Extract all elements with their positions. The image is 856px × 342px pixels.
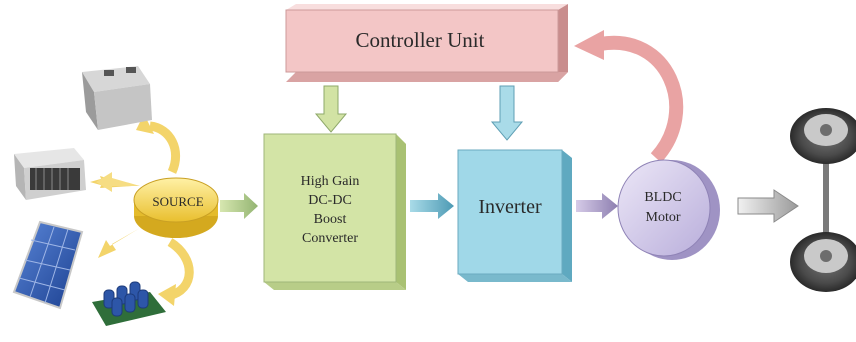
- feedback-arrow: [574, 30, 684, 163]
- supercapacitor-bank-icon: [92, 281, 166, 326]
- inverter-to-motor-arrow: [576, 193, 618, 219]
- boost-to-inverter-arrow: [410, 193, 454, 219]
- fuel-cell-icon: [14, 148, 86, 200]
- bldc-motor-block: [617, 159, 720, 260]
- vehicle-wheels-axle-icon: [790, 108, 856, 292]
- source-to-boost-arrow: [220, 193, 258, 219]
- controller-to-inverter-arrow: [490, 85, 524, 141]
- source-disc: [133, 177, 219, 238]
- motor-to-wheels-arrow: [737, 189, 799, 223]
- inverter-block: [457, 149, 572, 282]
- solar-panel-icon: [12, 220, 84, 310]
- controller-unit-block: [285, 4, 568, 82]
- controller-to-boost-arrow: [314, 85, 348, 133]
- battery-icon: [82, 66, 152, 130]
- source-arrows: [90, 114, 194, 306]
- boost-converter-block: [263, 133, 406, 290]
